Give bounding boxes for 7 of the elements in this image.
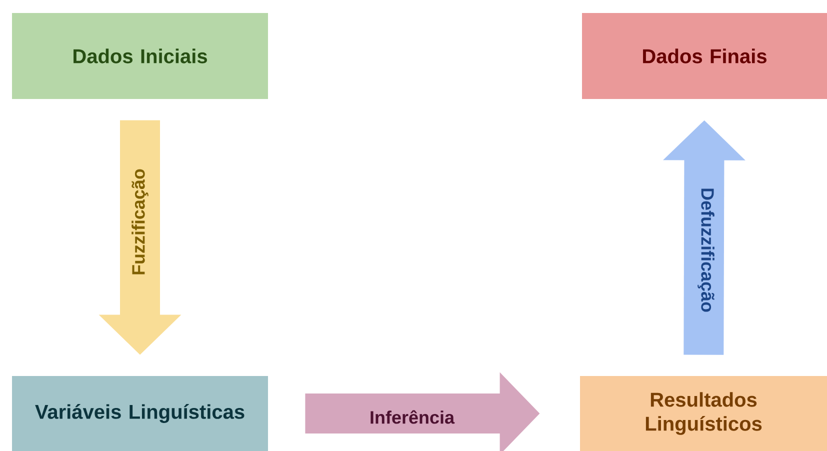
edge-label: Fuzzificação <box>130 166 150 278</box>
edge-label: Inferência <box>367 408 457 426</box>
edge-label: Defuzzificação <box>696 186 716 315</box>
process-box: Variáveis Linguísticas <box>12 376 268 451</box>
process-box: Dados Finais <box>582 13 827 99</box>
process-box: Dados Iniciais <box>12 13 268 99</box>
process-box: Resultados Linguísticos <box>580 376 827 451</box>
